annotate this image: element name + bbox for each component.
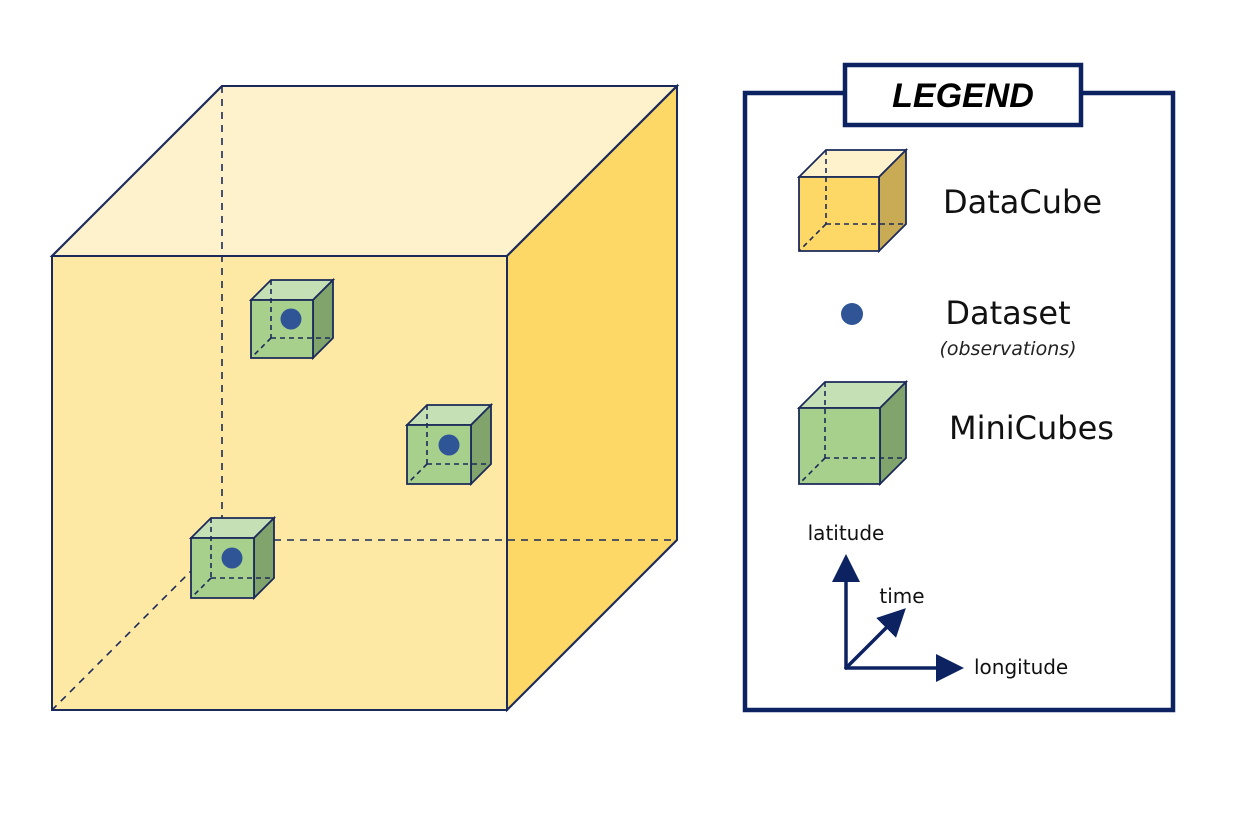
- legend-title-box: [842, 62, 1084, 128]
- longitude-axis-label: longitude: [974, 655, 1068, 679]
- minicube-2: [404, 402, 494, 487]
- time-axis-arrow: [844, 608, 906, 670]
- datacube-main: [49, 83, 680, 713]
- minicube-1: [248, 277, 336, 361]
- dataset-dot: [221, 547, 243, 569]
- minicube-3: [188, 515, 277, 601]
- legend-minicube-front-face: [798, 407, 881, 485]
- time-axis-label: time: [879, 584, 924, 608]
- legend-panel: LEGEND DataCube Dataset (observations) M…: [742, 62, 1176, 713]
- legend-title: LEGEND: [892, 77, 1034, 115]
- legend-minicube-icon: [796, 379, 909, 487]
- legend-datacube-icon: [796, 147, 909, 254]
- legend-datacube-hidden-edge: [798, 223, 827, 252]
- dataset-dot: [438, 434, 460, 456]
- legend-dataset-sublabel: (observations): [939, 338, 1076, 360]
- minicube-front-face: [250, 299, 314, 359]
- minicube-hidden-edge: [190, 577, 212, 599]
- legend-dataset-dot: [841, 303, 863, 325]
- dataset-dot: [280, 308, 302, 330]
- datacube-outline-corner: [506, 85, 678, 257]
- latitude-axis-label: latitude: [808, 521, 885, 545]
- legend-datacube-front-face: [798, 176, 880, 252]
- minicube-front-face: [406, 424, 472, 485]
- legend-minicubes-label: MiniCubes: [949, 409, 1114, 447]
- legend-dataset-label: Dataset: [945, 294, 1070, 332]
- minicube-hidden-edge: [250, 337, 272, 359]
- minicube-hidden-edge: [406, 463, 428, 485]
- legend-datacube-label: DataCube: [943, 183, 1102, 221]
- legend-minicube-hidden-edge: [798, 457, 826, 485]
- minicube-front-face: [190, 537, 255, 599]
- legend-axes: latitude time longitude: [808, 521, 1068, 682]
